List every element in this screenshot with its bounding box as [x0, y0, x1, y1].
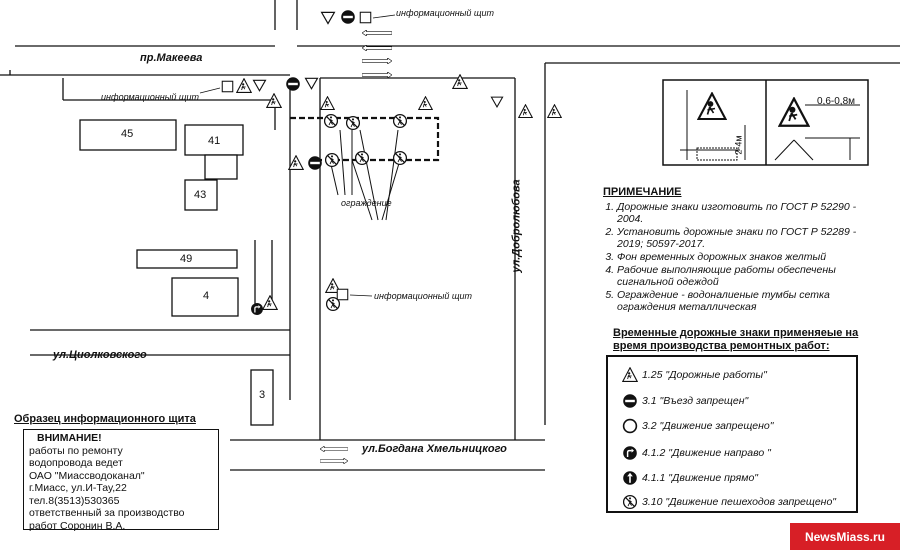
info-box-icon — [336, 288, 349, 301]
building-45 — [79, 119, 177, 151]
turn-right-icon — [622, 445, 638, 461]
street-makeeva: пр.Макеева — [140, 52, 203, 64]
no-entry-icon — [308, 156, 322, 170]
building-41 — [184, 124, 244, 156]
building-number: 41 — [208, 135, 221, 147]
legend-item: 3.2 "Движение запрещено" — [622, 418, 773, 434]
info-box-icon — [221, 80, 234, 93]
no-pedestrians-icon — [323, 113, 339, 129]
road-works-icon — [288, 155, 304, 170]
height-label: 2-4м — [733, 135, 744, 155]
street-tsiolkovskogo: ул.Циолковского — [53, 349, 147, 361]
info-sample-board: ВНИМАНИЕ! работы по ремонту водопровода … — [23, 429, 219, 532]
no-pedestrians-icon — [392, 150, 408, 166]
info-line: ответственный за производство — [29, 507, 185, 519]
road-works-icon — [236, 78, 252, 93]
no-entry-icon — [341, 10, 355, 24]
info-line: г.Миасс, ул.И-Тау,22 — [29, 482, 127, 494]
building-number: 3 — [259, 389, 266, 401]
info-line: водопровода ведет — [29, 457, 123, 469]
info-line: тел.8(3513)530365 — [29, 494, 120, 507]
direction-arrows — [320, 30, 392, 464]
legend-item: 4.1.2 "Движение направо " — [622, 445, 771, 461]
info-board-label: информационный щит — [396, 8, 495, 18]
no-entry-icon — [286, 77, 300, 91]
info-line: ОАО "Миассводоканал" — [29, 469, 145, 482]
turn-right-icon — [250, 302, 264, 316]
yield-icon — [304, 77, 319, 90]
road-works-icon — [622, 367, 638, 383]
yield-icon — [252, 79, 267, 92]
street-lines — [0, 0, 900, 471]
yield-icon — [490, 96, 504, 108]
straight-icon — [622, 470, 638, 486]
note-item: Дорожные знаки изготовить по ГОСТ Р 5229… — [617, 201, 863, 225]
work-zone — [290, 116, 440, 162]
no-pedestrians-icon — [324, 152, 340, 168]
info-sample-title: Образец информационного щита — [14, 413, 196, 425]
no-traffic-icon — [622, 418, 638, 434]
no-pedestrians-icon — [325, 296, 341, 312]
no-entry-icon — [622, 393, 638, 409]
info-line: работ Соронин В.А. — [29, 519, 126, 532]
notes-title: ПРИМЕЧАНИЕ — [603, 186, 682, 198]
building-41-annex — [204, 154, 238, 180]
installation-examples — [662, 79, 869, 166]
road-works-icon — [418, 96, 433, 111]
brand-watermark: NewsMiass.ru — [790, 523, 900, 550]
no-pedestrians-icon — [622, 494, 638, 510]
building-4 — [171, 277, 239, 317]
building-43 — [184, 179, 218, 211]
no-pedestrians-icon — [392, 113, 408, 129]
note-item: Ограждение - водоналиеные тумбы сетка ог… — [617, 289, 863, 313]
road-works-icon — [452, 74, 468, 89]
street-dobrolyubova: ул.Добролюбова — [510, 179, 523, 273]
road-works-icon — [518, 104, 533, 119]
legend-item: 3.1 "Въезд запрещен" — [622, 393, 748, 409]
legend-item: 4.1.1 "Движение прямо" — [622, 470, 758, 486]
note-item: Фон временных дорожных знаков желтый — [617, 251, 863, 263]
road-works-icon — [320, 96, 335, 111]
yield-icon — [321, 11, 335, 25]
no-pedestrians-icon — [345, 115, 361, 131]
note-item: Рабочие выполняющие работы обеспечены си… — [617, 264, 863, 288]
building-number: 45 — [121, 128, 134, 140]
plan-signs — [199, 10, 562, 316]
legend-item: 3.10 "Движение пешеходов запрещено" — [622, 494, 836, 510]
depth-label: 0,6-0,8м — [817, 96, 856, 107]
note-item: Установить дорожные знаки по ГОСТ Р 5228… — [617, 226, 863, 250]
building-number: 49 — [180, 253, 193, 265]
road-works-icon — [262, 295, 278, 310]
legend-item: 1.25 "Дорожные работы" — [622, 367, 767, 383]
info-board-label: информационный щит — [374, 291, 473, 301]
notes: ПРИМЕЧАНИЕ Дорожные знаки изготовить по … — [603, 186, 863, 314]
info-line: ВНИМАНИЕ! — [37, 432, 102, 444]
building-3 — [250, 369, 274, 426]
fence-label: ограждение — [341, 198, 392, 208]
signs-legend: 1.25 "Дорожные работы" 3.1 "Въезд запрещ… — [606, 355, 858, 513]
road-works-icon — [547, 104, 562, 119]
building-number: 4 — [203, 290, 210, 302]
no-pedestrians-icon — [354, 150, 370, 166]
info-board-label: информационный щит — [101, 92, 200, 102]
info-box-icon — [359, 11, 372, 24]
building-number: 43 — [194, 189, 207, 201]
building-49 — [136, 249, 238, 269]
signs-title: Временные дорожные знаки применяеые на в… — [613, 327, 859, 352]
info-line: работы по ремонту — [29, 444, 123, 457]
buildings — [79, 119, 274, 426]
street-khmelnitskogo: ул.Богдана Хмельницкого — [362, 443, 507, 455]
